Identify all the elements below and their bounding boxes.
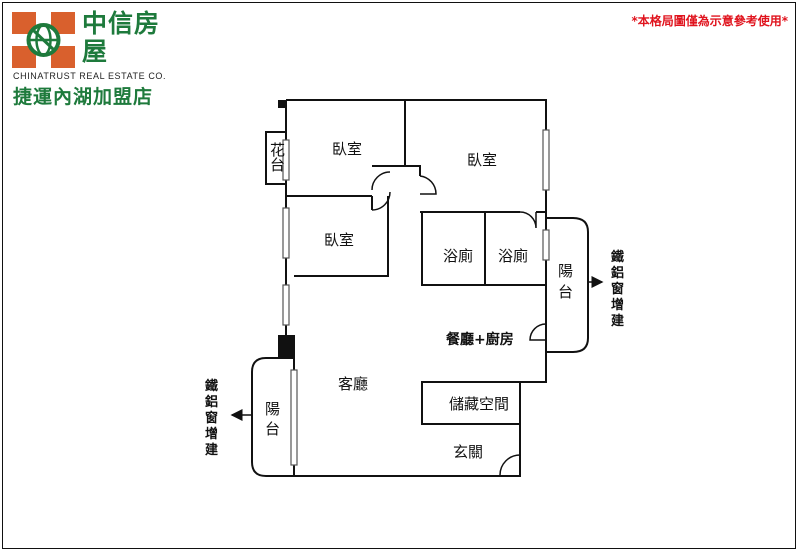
balcony-right-char-1: 陽	[558, 262, 573, 280]
room-entrance: 玄關	[453, 443, 483, 461]
window	[282, 139, 290, 181]
room-living: 客廳	[338, 375, 368, 393]
note-right-char-2: 鋁	[610, 265, 624, 281]
wall-hall-top	[372, 165, 421, 176]
note-left-char-4: 增	[205, 426, 218, 442]
door-swing	[371, 171, 391, 191]
door-swing	[419, 175, 437, 195]
brand-logo	[12, 12, 75, 68]
note-right-char-1: 鐵	[611, 249, 624, 265]
wall-bath-south	[421, 212, 546, 286]
room-storage: 儲藏空間	[449, 395, 509, 413]
note-right-char-3: 窗	[611, 281, 624, 297]
room-bath-2: 浴廁	[498, 247, 528, 265]
wall-bed3	[294, 196, 389, 277]
room-dining-kitchen: 餐廳+廚房	[445, 331, 514, 348]
note-right-char-4: 增	[611, 297, 624, 313]
window	[282, 284, 290, 326]
window	[542, 129, 550, 191]
note-left-char-3: 窗	[205, 410, 218, 426]
balcony-right-outline	[546, 217, 589, 353]
flower-bed-char-2: 台	[270, 156, 285, 174]
room-bedroom-1: 臥室	[332, 140, 362, 158]
balcony-left-outline	[251, 357, 294, 477]
note-right-char-5: 建	[611, 313, 624, 329]
door-swing	[519, 211, 537, 229]
room-bedroom-2: 臥室	[467, 151, 497, 169]
room-bedroom-3: 臥室	[324, 231, 354, 249]
door-swing	[499, 454, 521, 476]
wall-storage	[421, 381, 521, 425]
brand-name-cn: 中信房屋	[82, 9, 161, 66]
window	[290, 369, 298, 466]
brand-name-en: CHINATRUST REAL ESTATE CO.	[13, 71, 167, 81]
door-swing	[529, 323, 547, 341]
flower-bed-char-1: 花	[270, 141, 285, 159]
wall-post	[278, 100, 286, 108]
wall-post	[278, 335, 294, 358]
room-bath-1: 浴廁	[443, 247, 473, 265]
note-left-char-2: 鋁	[204, 394, 218, 410]
branch-name: 捷運內湖加盟店	[13, 86, 154, 108]
note-left-char-1: 鐵	[205, 378, 218, 394]
note-left-char-5: 建	[205, 442, 218, 458]
balcony-right-char-2: 台	[558, 283, 573, 301]
window	[542, 229, 550, 261]
disclaimer: *本格局圖僅為示意參考使用*	[631, 14, 788, 28]
balcony-left-char-2: 台	[265, 420, 280, 438]
door-swing	[371, 191, 391, 211]
balcony-left-char-1: 陽	[265, 400, 280, 418]
window	[282, 207, 290, 259]
